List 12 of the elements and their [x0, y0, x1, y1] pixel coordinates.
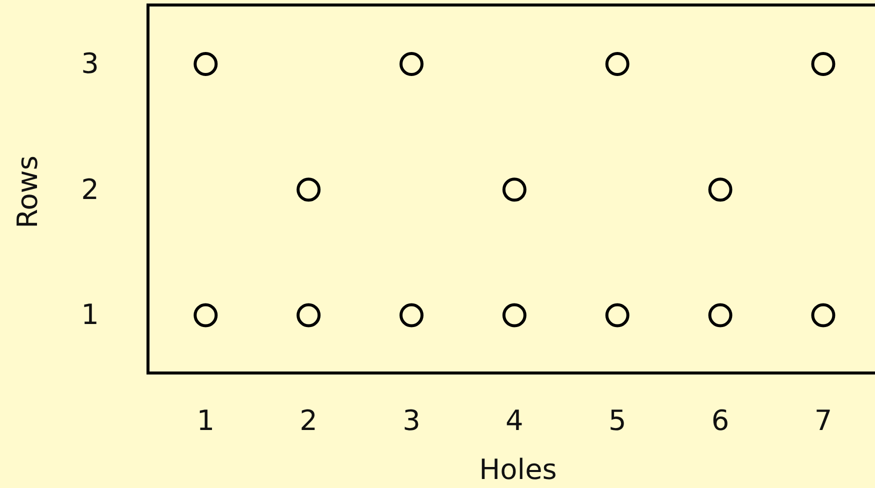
x-tick-label: 2: [300, 407, 318, 435]
x-tick-label: 3: [402, 407, 420, 435]
x-tick-label: 1: [196, 407, 215, 435]
y-tick-label: 1: [81, 301, 99, 330]
x-axis-title: Holes: [479, 456, 557, 484]
x-tick-label: 7: [814, 407, 832, 435]
y-axis-title: Rows: [14, 156, 42, 228]
x-tick-label: 5: [608, 407, 626, 435]
x-tick-label: 4: [506, 407, 524, 435]
x-tick-label: 6: [711, 407, 730, 435]
y-tick-label: 3: [81, 50, 99, 78]
y-tick-label: 2: [81, 176, 99, 204]
